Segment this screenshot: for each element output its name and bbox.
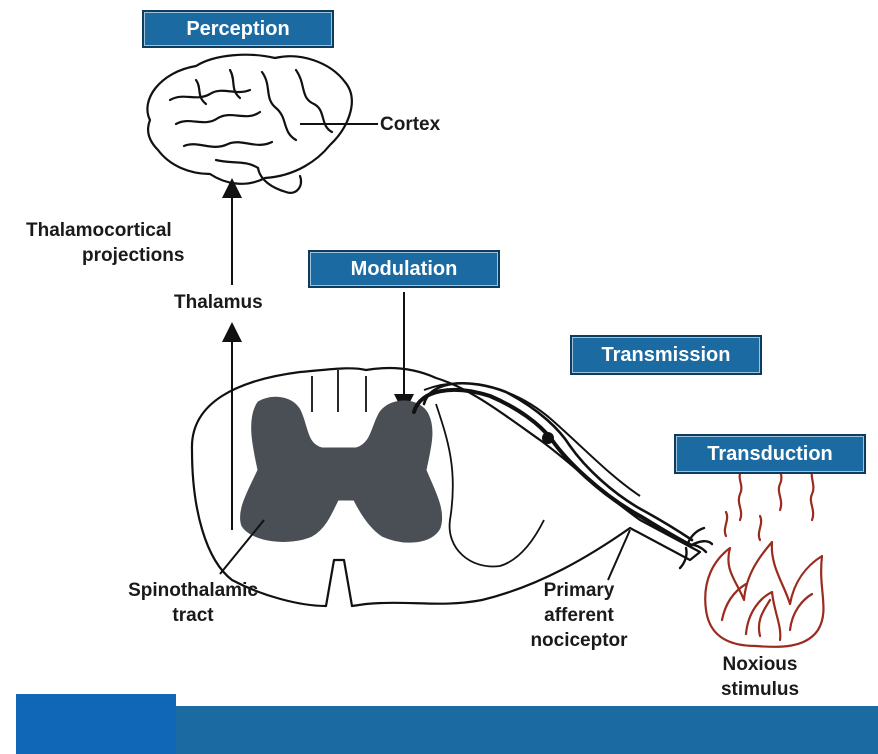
modulation-badge-label: Modulation [351, 258, 458, 281]
white-matter-boundary [436, 404, 544, 566]
nociceptor-label: Primary afferent nociceptor [514, 578, 644, 653]
thalamocortical-label-line2: projections [26, 243, 184, 268]
thalamocortical-label-line1: Thalamocortical [26, 218, 184, 243]
perception-badge: Perception [142, 10, 334, 48]
gray-matter [241, 397, 442, 542]
perception-badge-label: Perception [186, 18, 289, 41]
footer-accent-block [16, 694, 176, 754]
spinothalamic-label: Spinothalamic tract [108, 578, 278, 628]
spinothalamic-label-line2: tract [108, 603, 278, 628]
afferent-fiber-parallel [424, 383, 692, 540]
nociceptor-cell-body [542, 432, 554, 444]
spinothalamic-leader-line [220, 520, 264, 574]
dorsal-root-outline [424, 383, 640, 496]
nociceptor-label-line1: Primary [514, 578, 644, 603]
thalamocortical-label: Thalamocortical projections [26, 218, 184, 268]
noxious-stimulus-label: Noxious stimulus [700, 652, 820, 702]
transmission-badge: Transmission [570, 335, 762, 375]
transmission-badge-label: Transmission [602, 344, 731, 367]
cortex-label: Cortex [380, 112, 440, 137]
thalamus-label: Thalamus [174, 290, 263, 315]
flame-icon [705, 462, 823, 647]
footer-bar [176, 706, 878, 754]
spinothalamic-label-line1: Spinothalamic [108, 578, 278, 603]
primary-afferent-fiber [414, 390, 690, 545]
noxious-stimulus-label-line1: Noxious [700, 652, 820, 677]
modulation-badge: Modulation [308, 250, 500, 288]
transduction-badge-label: Transduction [707, 443, 833, 466]
noxious-stimulus-label-line2: stimulus [700, 677, 820, 702]
nociceptor-label-line2: afferent [514, 603, 644, 628]
nociceptor-leader-line [608, 530, 630, 580]
transduction-badge: Transduction [674, 434, 866, 474]
nociceptor-label-line3: nociceptor [514, 628, 644, 653]
